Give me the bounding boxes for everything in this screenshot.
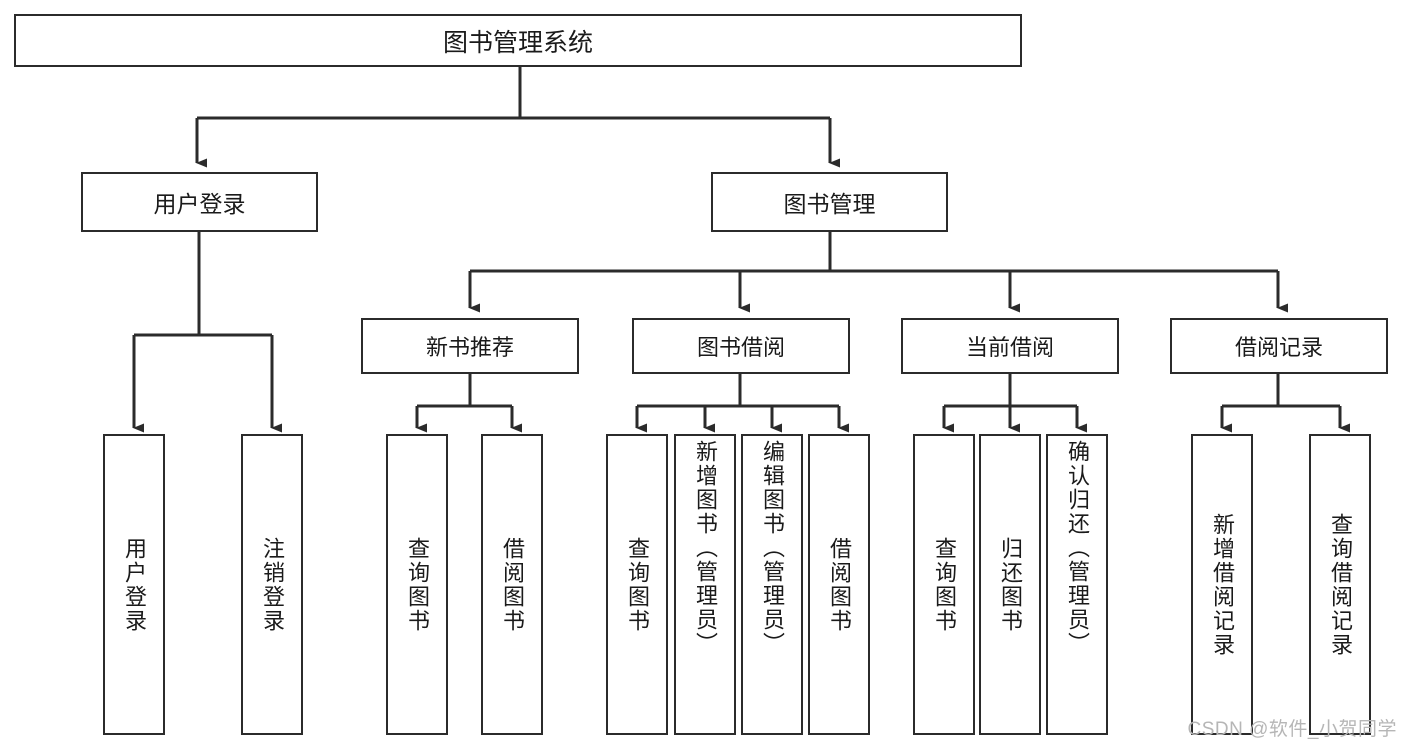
node-user-login[interactable]: 用户登录 — [81, 172, 318, 232]
node-book-borrow[interactable]: 图书借阅 — [632, 318, 850, 374]
node-label: 图书借阅 — [696, 335, 785, 360]
leaf-borrow-add-book-admin[interactable]: 新增图书（管理员） — [674, 434, 736, 735]
leaf-new-book-query[interactable]: 查询图书 — [386, 434, 448, 735]
leaf-records-query-record[interactable]: 查询借阅记录 — [1309, 434, 1371, 735]
node-new-book-recommend[interactable]: 新书推荐 — [361, 318, 579, 374]
node-borrow-records[interactable]: 借阅记录 — [1170, 318, 1388, 374]
node-book-management[interactable]: 图书管理 — [711, 172, 948, 232]
leaf-records-add-record[interactable]: 新增借阅记录 — [1191, 434, 1253, 735]
leaf-current-return-book[interactable]: 归还图书 — [979, 434, 1041, 735]
leaf-current-confirm-return-admin[interactable]: 确认归还（管理员） — [1046, 434, 1108, 735]
leaf-user-login-logout[interactable]: 注销登录 — [241, 434, 303, 735]
leaf-borrow-edit-book-admin[interactable]: 编辑图书（管理员） — [741, 434, 803, 735]
node-label: 当前借阅 — [965, 335, 1054, 360]
leaf-new-book-borrow[interactable]: 借阅图书 — [481, 434, 543, 735]
node-label: 图书管理 — [783, 191, 876, 217]
node-root-book-management-system[interactable]: 图书管理系统 — [14, 14, 1022, 67]
leaf-user-login-login[interactable]: 用户登录 — [103, 434, 165, 735]
leaf-current-query-book[interactable]: 查询图书 — [913, 434, 975, 735]
node-label: 用户登录 — [153, 191, 246, 217]
node-label: 新书推荐 — [425, 335, 514, 360]
node-label: 图书管理系统 — [442, 28, 593, 57]
watermark: CSDN @软件_小贺同学 — [1187, 719, 1397, 740]
leaf-borrow-query-book[interactable]: 查询图书 — [606, 434, 668, 735]
node-label: 借阅记录 — [1234, 335, 1323, 360]
leaf-borrow-borrow-book[interactable]: 借阅图书 — [808, 434, 870, 735]
node-current-borrow[interactable]: 当前借阅 — [901, 318, 1119, 374]
